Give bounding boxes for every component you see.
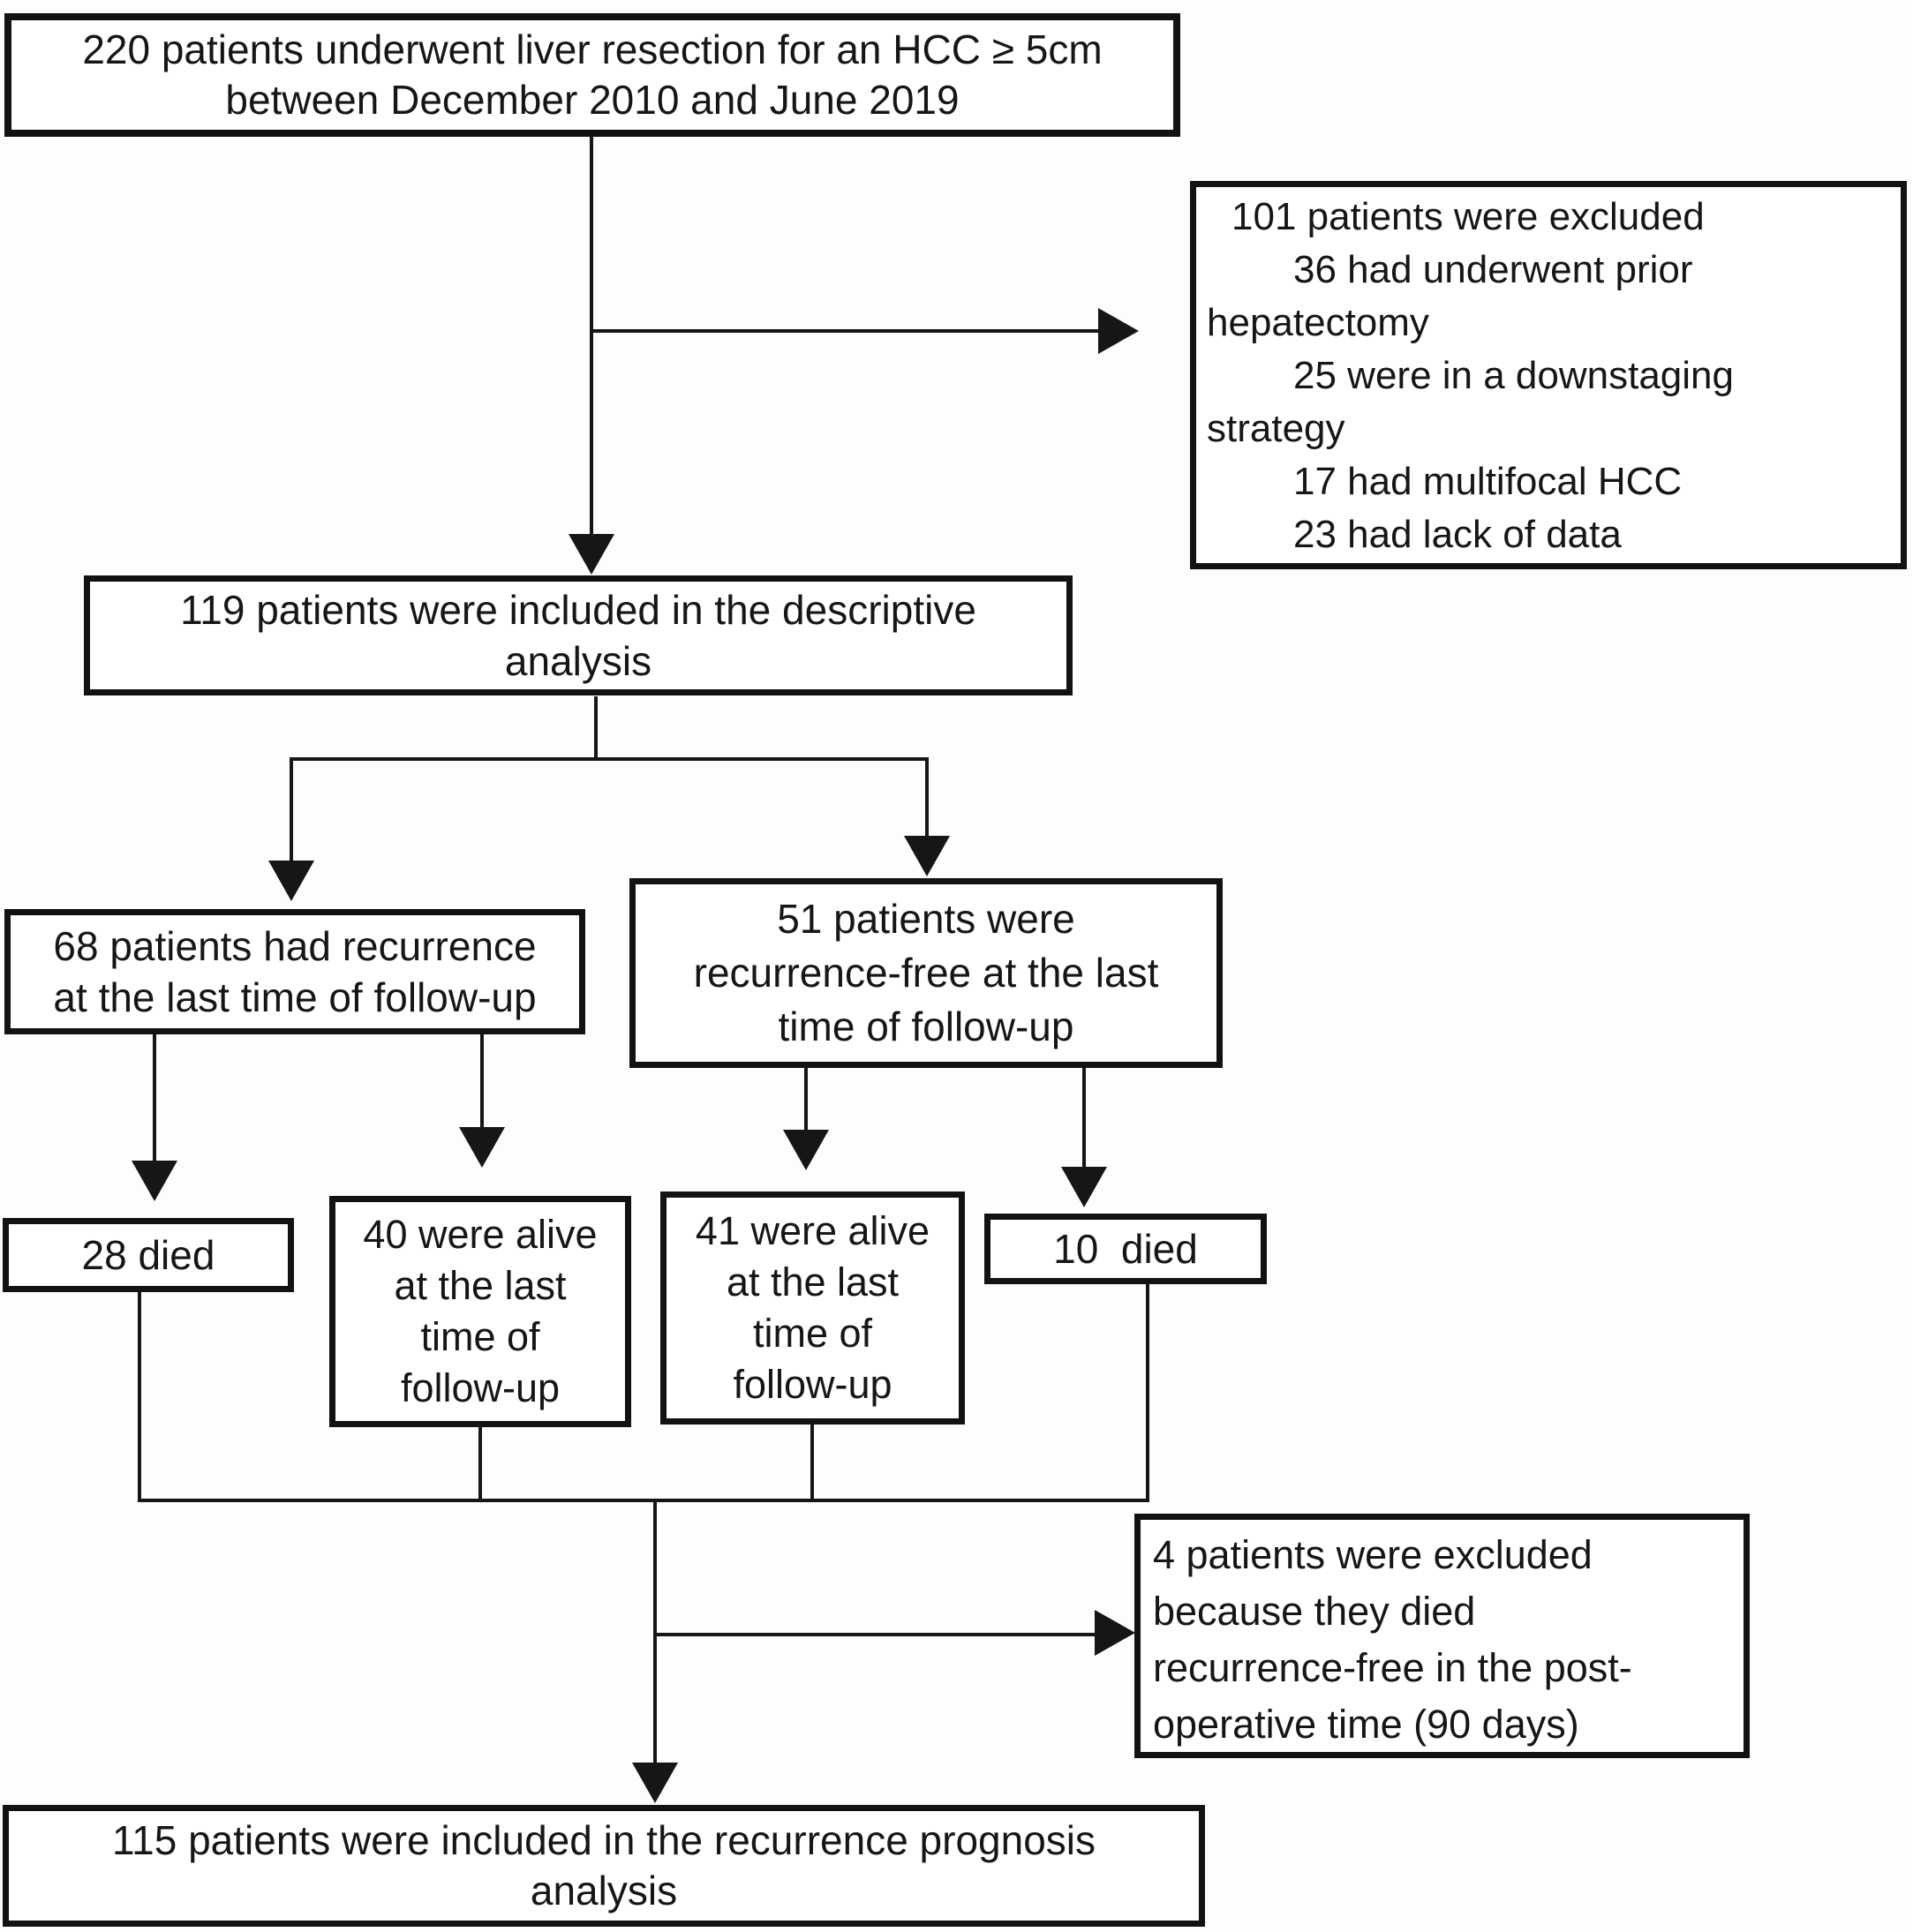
- box-recurrence-free-line2: recurrence-free at the last: [693, 950, 1159, 996]
- arrowhead-down-to-41-alive-icon: [783, 1130, 829, 1170]
- box-recurrence-alive-line4: follow-up: [400, 1365, 561, 1410]
- box-enrollment: 220 patients underwent liver resection f…: [4, 13, 1180, 137]
- box-free-alive-line4: follow-up: [733, 1362, 892, 1407]
- connector-recurrence-to-died-line: [153, 1034, 156, 1162]
- arrowhead-down-to-recurrence-free-icon: [904, 836, 950, 876]
- box-recurrence-line1: 68 patients had recurrence: [53, 923, 537, 969]
- box-recurrence-free-line1: 51 patients were: [777, 896, 1075, 942]
- box-descriptive-line2: analysis: [504, 638, 652, 684]
- box-postop-excluded: 4 patients were excluded because they di…: [1134, 1514, 1750, 1758]
- box-recurrence-died: 28 died: [3, 1218, 294, 1292]
- box-recurrence-alive-line2: at the last: [394, 1263, 567, 1308]
- box-recurrence-died-line1: 28 died: [81, 1232, 215, 1278]
- box-recurrence-alive: 40 were alive at the last time of follow…: [329, 1196, 631, 1427]
- box-free-alive-line1: 41 were alive: [695, 1208, 930, 1253]
- merge-line-from-10-died: [1146, 1282, 1149, 1502]
- box-postop-excluded-line2: because they died: [1153, 1589, 1476, 1634]
- merge-line-from-40-alive: [478, 1425, 482, 1502]
- box-recurrence-free: 51 patients were recurrence-free at the …: [629, 878, 1223, 1068]
- arrowhead-down-to-40-alive-icon: [459, 1127, 505, 1168]
- arrowhead-down-to-10-died-icon: [1061, 1167, 1107, 1207]
- connector-recurrence-to-alive-line: [480, 1034, 484, 1129]
- arrowhead-right-to-excluded-icon: [1098, 308, 1139, 354]
- box-excluded-line7: 23 had lack of data: [1293, 513, 1622, 556]
- connector-branch-horizontal-line: [290, 757, 929, 761]
- box-enrollment-line1: 220 patients underwent liver resection f…: [82, 26, 1103, 72]
- connector-free-to-died-line: [1082, 1066, 1086, 1169]
- connector-to-excluded-line: [593, 329, 1100, 333]
- connector-branch-left-line: [290, 757, 293, 862]
- connector-enrollment-down-line: [590, 137, 593, 536]
- box-recurrence-alive-line1: 40 were alive: [363, 1212, 598, 1257]
- connector-to-postop-excluded-line: [655, 1633, 1096, 1636]
- box-recurrence-line2: at the last time of follow-up: [53, 974, 537, 1020]
- box-descriptive-analysis: 119 patients were included in the descri…: [84, 575, 1073, 695]
- merge-line-from-41-alive: [810, 1423, 814, 1502]
- connector-branch-right-line: [925, 757, 929, 838]
- box-excluded: 101 patients were excluded 36 had underw…: [1190, 181, 1907, 569]
- box-prognosis-analysis: 115 patients were included in the recurr…: [3, 1805, 1205, 1927]
- arrowhead-down-to-descriptive-icon: [569, 534, 614, 575]
- box-excluded-line1: 101 patients were excluded: [1231, 195, 1705, 238]
- box-excluded-line4: 25 were in a downstaging: [1293, 354, 1734, 397]
- box-free-died-line1: 10 died: [1053, 1226, 1198, 1272]
- arrowhead-down-to-prognosis-icon: [632, 1763, 678, 1803]
- box-recurrence: 68 patients had recurrence at the last t…: [4, 909, 585, 1034]
- arrowhead-down-to-recurrence-icon: [268, 861, 314, 901]
- arrowhead-right-to-postop-excluded-icon: [1095, 1610, 1135, 1656]
- connector-descriptive-down-line: [594, 696, 598, 759]
- box-excluded-line3: hepatectomy: [1207, 301, 1429, 344]
- box-free-alive-line2: at the last: [726, 1259, 900, 1304]
- arrowhead-down-to-28-died-icon: [132, 1161, 177, 1201]
- box-postop-excluded-line4: operative time (90 days): [1153, 1702, 1579, 1747]
- box-free-died: 10 died: [984, 1214, 1267, 1284]
- connector-merge-down-line: [653, 1499, 657, 1764]
- box-excluded-line5: strategy: [1207, 407, 1345, 450]
- box-free-alive: 41 were alive at the last time of follow…: [660, 1192, 965, 1425]
- box-prognosis-line2: analysis: [530, 1868, 678, 1913]
- box-excluded-line2: 36 had underwent prior: [1293, 248, 1693, 291]
- box-descriptive-line1: 119 patients were included in the descri…: [180, 587, 976, 633]
- box-recurrence-free-line3: time of follow-up: [778, 1004, 1074, 1049]
- merge-line-from-28-died: [138, 1290, 141, 1502]
- box-enrollment-line2: between December 2010 and June 2019: [225, 77, 960, 123]
- box-postop-excluded-line1: 4 patients were excluded: [1153, 1532, 1593, 1577]
- box-recurrence-alive-line3: time of: [420, 1314, 540, 1359]
- box-prognosis-line1: 115 patients were included in the recurr…: [111, 1817, 1096, 1863]
- box-free-alive-line3: time of: [752, 1311, 873, 1356]
- box-postop-excluded-line3: recurrence-free in the post-: [1153, 1645, 1632, 1690]
- box-excluded-line6: 17 had multifocal HCC: [1293, 460, 1683, 503]
- merge-horizontal-line: [138, 1499, 1149, 1502]
- connector-free-to-alive-line: [804, 1066, 808, 1131]
